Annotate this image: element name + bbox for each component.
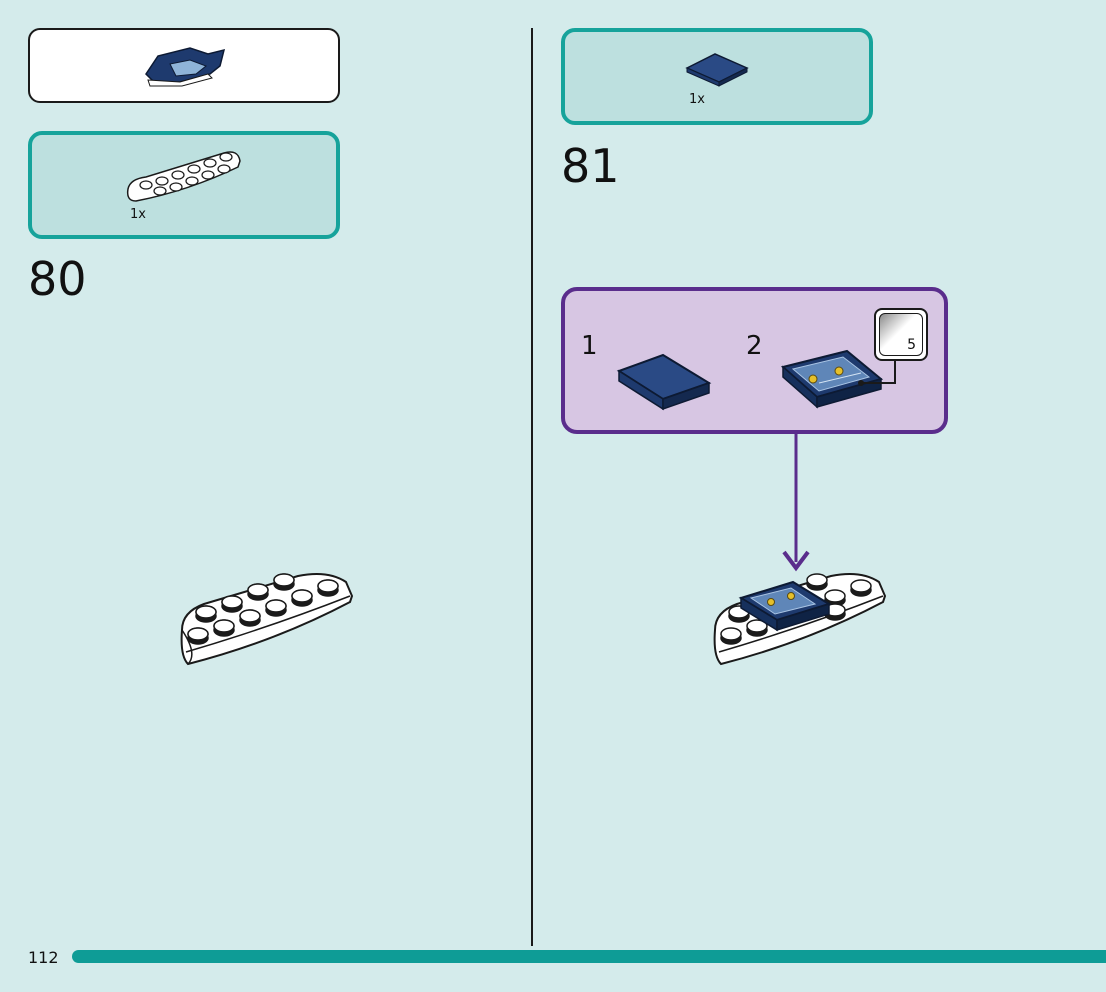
- submodel-preview-box: [28, 28, 340, 103]
- assembled-plate-with-tile-icon: [713, 573, 887, 666]
- column-divider: [531, 28, 533, 946]
- part-quantity: 1x: [130, 207, 146, 222]
- blue-submodel-icon: [145, 47, 226, 87]
- sticker-number: 5: [907, 337, 916, 353]
- page-number: 112: [28, 948, 59, 967]
- step-number-80: 80: [28, 252, 87, 306]
- parts-list-80: 1x: [28, 131, 340, 239]
- sub-assembly-callout: 1 2: [561, 287, 948, 434]
- white-half-round-plate-icon: [126, 151, 241, 202]
- parts-list-81: 1x: [561, 28, 873, 125]
- white-half-round-plate-icon: [180, 573, 354, 666]
- sticker-leader-line: [858, 361, 896, 386]
- page-bar: [72, 950, 1106, 963]
- dark-blue-tile-icon: [685, 53, 749, 87]
- substep-number-2: 2: [746, 331, 763, 361]
- stickered-tile-icon: [780, 349, 884, 409]
- dark-blue-tile-icon: [616, 353, 712, 411]
- sticker-reference: 5: [874, 308, 928, 361]
- step-number-81: 81: [561, 139, 620, 193]
- part-quantity: 1x: [689, 92, 705, 107]
- substep-number-1: 1: [581, 331, 598, 361]
- down-arrow-icon: [782, 434, 810, 572]
- sticker-sheet-icon: [879, 313, 923, 356]
